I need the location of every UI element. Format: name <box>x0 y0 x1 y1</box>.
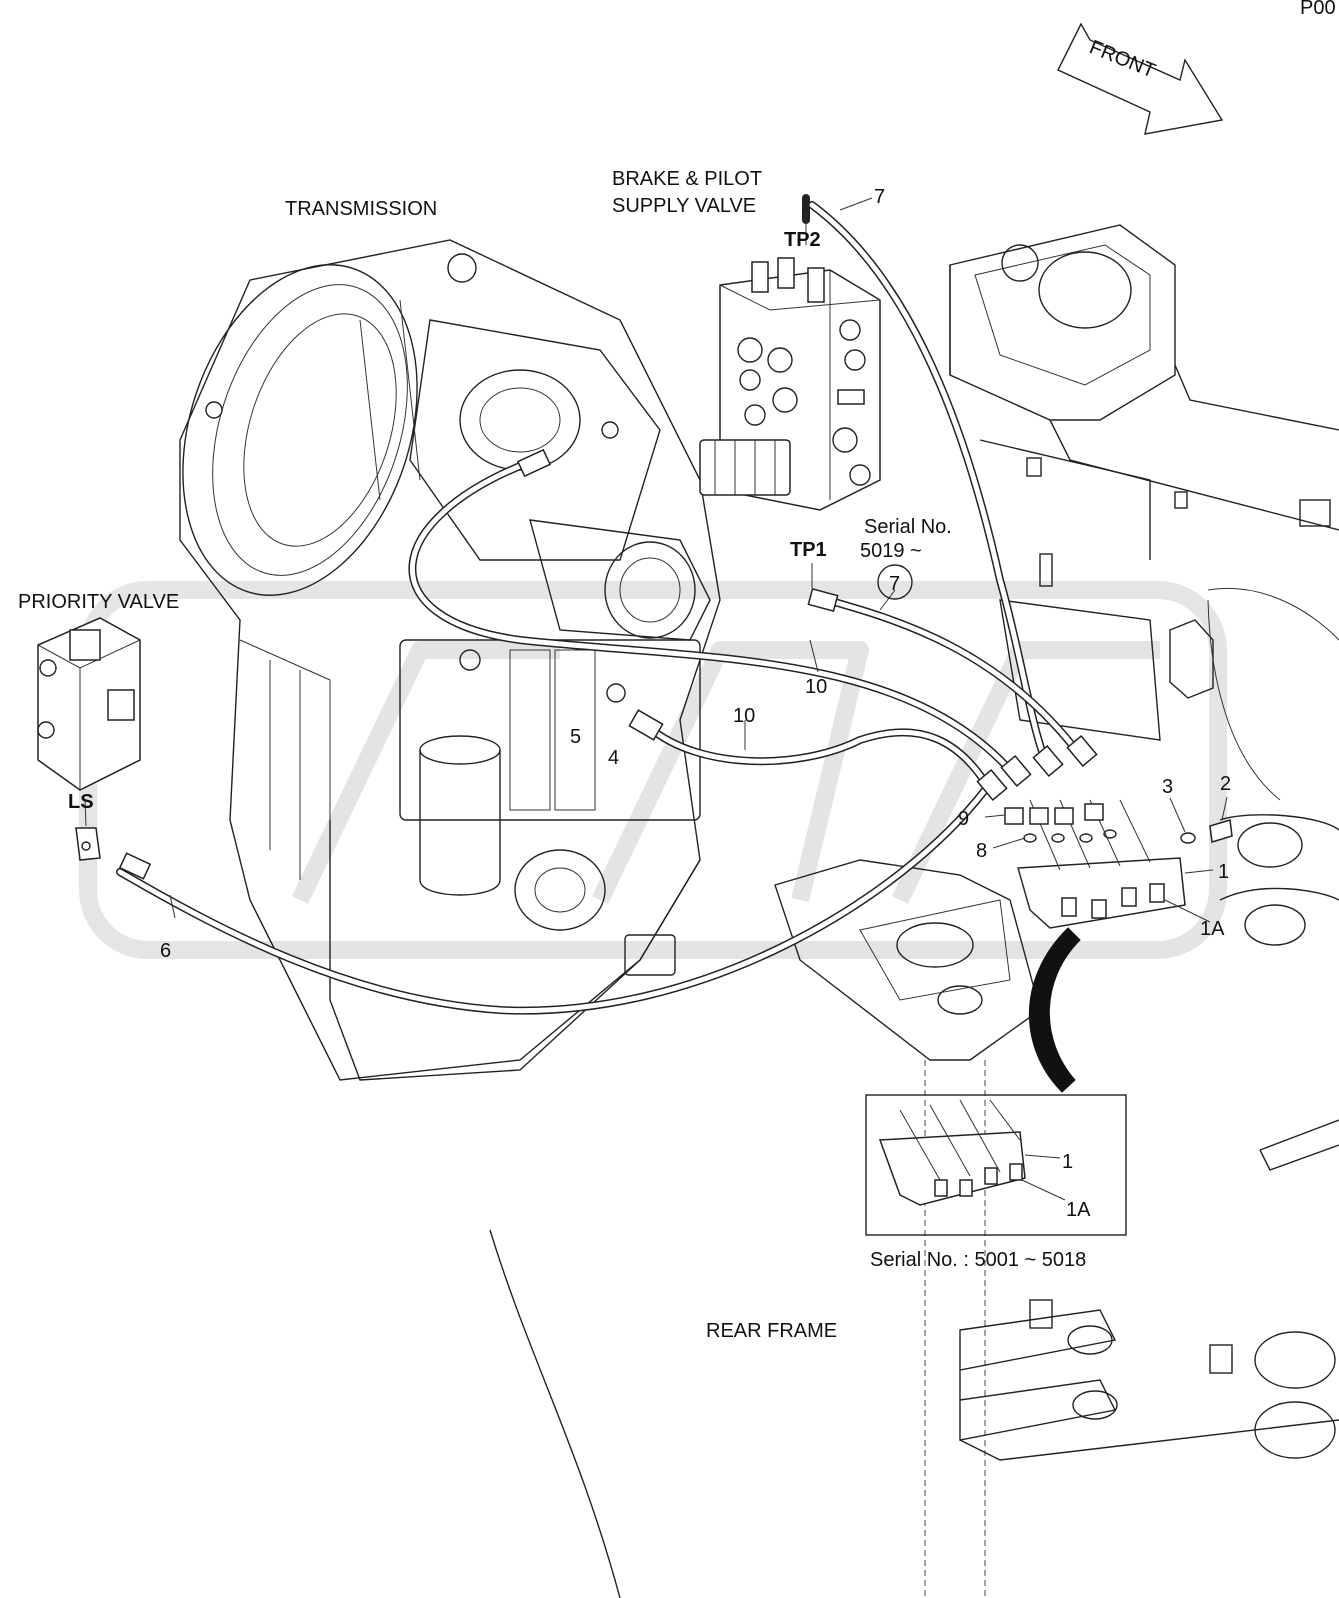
rear-frame-label: REAR FRAME <box>706 1320 837 1342</box>
inset-serial-label: Serial No. : 5001 ~ 5018 <box>870 1249 1086 1271</box>
callout-1a: 1A <box>1200 918 1225 940</box>
callout-9: 9 <box>958 808 969 830</box>
callout-4: 4 <box>608 747 619 769</box>
hoses <box>116 201 1098 1015</box>
labels: TRANSMISSION BRAKE & PILOT SUPPLY VALVE … <box>18 0 1339 1342</box>
front-arrow: FRONT <box>1057 22 1224 135</box>
callout-7-top: 7 <box>874 186 885 208</box>
callout-1: 1 <box>1218 861 1229 883</box>
callout-10-upper: 10 <box>805 676 827 698</box>
brake-pilot-valve-drawing <box>699 194 881 511</box>
leader-lines <box>84 197 1228 923</box>
callout-7-circled: 7 <box>889 573 900 595</box>
callout-3: 3 <box>1162 776 1173 798</box>
serial-inset <box>865 1094 1127 1236</box>
callout-5: 5 <box>570 726 581 748</box>
tp1-label: TP1 <box>790 539 827 561</box>
serial-new-label-1: Serial No. <box>864 516 952 538</box>
ls-label: LS <box>68 791 94 813</box>
priority-valve-drawing <box>37 617 141 861</box>
serial-new-label-2: 5019 ~ <box>860 540 922 562</box>
inset-pointer <box>1029 927 1081 1093</box>
priority-valve-label: PRIORITY VALVE <box>18 591 179 613</box>
brake-valve-label-2: SUPPLY VALVE <box>612 195 756 217</box>
callout-6: 6 <box>160 940 171 962</box>
callout-circle-7 <box>877 564 913 600</box>
tp2-label: TP2 <box>784 229 821 251</box>
callout-10-lower: 10 <box>733 705 755 727</box>
transmission-label: TRANSMISSION <box>285 198 437 220</box>
front-label: FRONT <box>1086 36 1158 82</box>
callout-2: 2 <box>1220 773 1231 795</box>
brake-valve-label-1: BRAKE & PILOT <box>612 168 762 190</box>
callout-8: 8 <box>976 840 987 862</box>
corner-mark: P00 DOB <box>1300 0 1339 19</box>
inset-callout-1: 1 <box>1062 1151 1073 1173</box>
manifold-block-drawing <box>1004 799 1233 929</box>
inset-callout-1a: 1A <box>1066 1199 1091 1221</box>
